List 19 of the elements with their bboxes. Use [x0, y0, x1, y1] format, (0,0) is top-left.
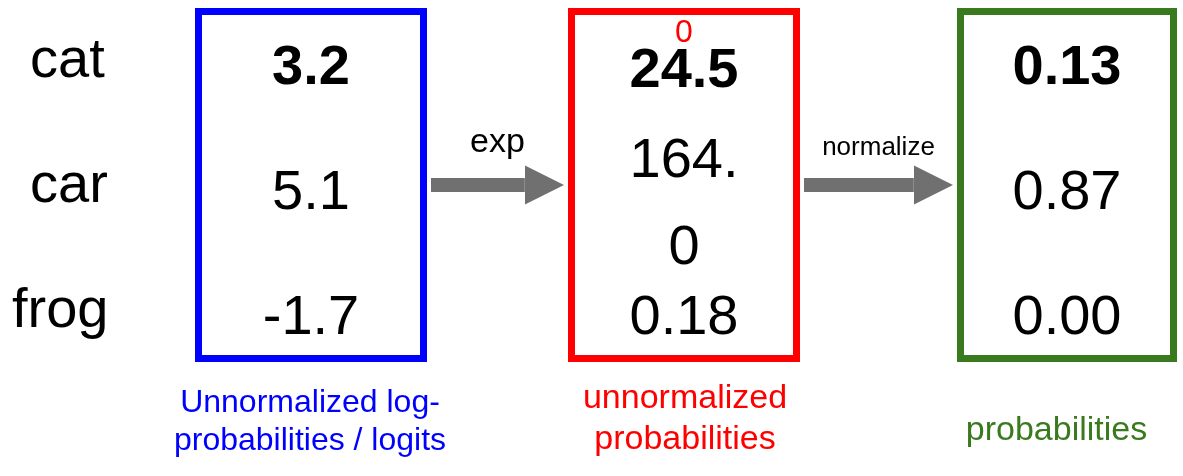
value-text: 0.87 — [1011, 162, 1123, 218]
value-box — [957, 8, 1177, 362]
value-text: -1.7 — [261, 287, 361, 343]
value-box — [568, 8, 800, 362]
value-text: 0 — [675, 15, 693, 47]
arrow — [431, 165, 564, 205]
node-label: unnormalized probabilities — [581, 376, 789, 458]
value-text: 0.13 — [1011, 37, 1123, 93]
value-text: 3.2 — [271, 37, 351, 93]
row-label: car — [30, 155, 108, 211]
arrow — [804, 165, 953, 205]
value-text: 0.18 — [628, 287, 740, 343]
row-label: cat — [30, 30, 105, 86]
value-box — [195, 8, 427, 362]
value-text: 164. 0 — [628, 125, 740, 278]
node-label: probabilities — [964, 408, 1149, 449]
node-label: Unnormalized log-probabilities / logits — [172, 382, 448, 459]
value-text: 0.00 — [1011, 287, 1123, 343]
value-text: 5.1 — [271, 162, 351, 218]
